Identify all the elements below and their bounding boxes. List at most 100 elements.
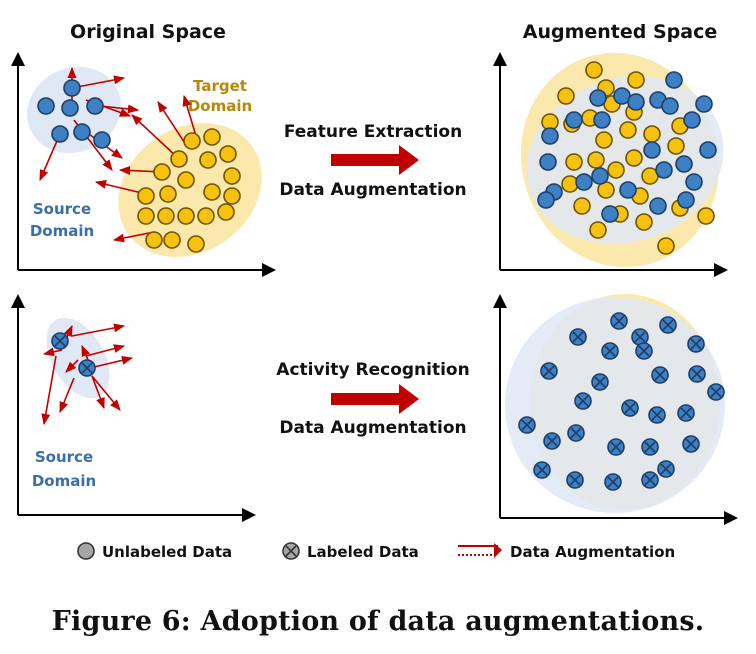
- source-point: [537, 191, 555, 209]
- top-left-points: [37, 79, 241, 253]
- labeled-point: [518, 416, 536, 434]
- feature-extraction-label: Feature Extraction: [284, 122, 462, 142]
- target-point: [223, 187, 241, 205]
- augmentation-arrow: [71, 323, 126, 337]
- labeled-point: [610, 312, 628, 330]
- augmentation-arrow: [94, 179, 147, 195]
- target-point: [627, 71, 645, 89]
- target-point: [667, 137, 685, 155]
- target-point: [183, 132, 201, 150]
- augmentation-arrow: [41, 355, 57, 426]
- target-point: [619, 121, 637, 139]
- source-point: [627, 93, 645, 111]
- augmentation-legend-label: Data Augmentation: [510, 543, 675, 561]
- labeled-point: [635, 342, 653, 360]
- labeled-point: [648, 406, 666, 424]
- legend: Unlabeled Data Labeled Data Data Augment…: [77, 542, 675, 561]
- data-augmentation-label-top: Data Augmentation: [279, 180, 466, 200]
- source-domain-label2-line2: Domain: [32, 472, 96, 490]
- labeled-point: [607, 438, 625, 456]
- source-point: [601, 205, 619, 223]
- source-point: [63, 79, 81, 97]
- source-point: [575, 173, 593, 191]
- target-point: [635, 213, 653, 231]
- augmentation-arrow: [112, 231, 155, 243]
- labeled-point: [677, 404, 695, 422]
- figure-canvas: Original Space Augmented Space Target Do…: [11, 21, 738, 561]
- source-point: [589, 89, 607, 107]
- target-point: [203, 128, 221, 146]
- augmentation-arrow: [91, 375, 121, 411]
- source-point: [37, 97, 55, 115]
- target-point: [565, 153, 583, 171]
- target-point: [203, 183, 221, 201]
- source-point: [661, 97, 679, 115]
- original-space-title: Original Space: [70, 21, 226, 43]
- augmentation-arrow: [157, 101, 189, 149]
- target-point: [219, 145, 237, 163]
- target-point: [197, 207, 215, 225]
- unlabeled-legend-icon: [77, 542, 95, 560]
- augmented-space-title: Augmented Space: [523, 21, 717, 43]
- target-point: [585, 61, 603, 79]
- target-point: [697, 207, 715, 225]
- labeled-point: [621, 399, 639, 417]
- target-point: [163, 231, 181, 249]
- target-point: [589, 221, 607, 239]
- labeled-point: [651, 366, 669, 384]
- source-point: [643, 141, 661, 159]
- augmentation-arrow: [65, 359, 79, 373]
- labeled-point: [574, 392, 592, 410]
- target-point: [595, 131, 613, 149]
- figure-caption: Figure 6: Adoption of data augmentations…: [51, 606, 705, 637]
- target-point: [199, 151, 217, 169]
- labeled-legend-icon: [282, 542, 300, 560]
- augmentation-arrow: [91, 375, 105, 410]
- bottom-left-augmentation-arrows: [41, 323, 134, 426]
- augmentation-arrow: [59, 377, 75, 414]
- bottom-right-axes: [493, 294, 738, 525]
- augmentation-arrow: [131, 114, 179, 159]
- source-point: [685, 173, 703, 191]
- source-point: [61, 99, 79, 117]
- target-point: [587, 151, 605, 169]
- augmentation-arrow: [99, 104, 140, 114]
- source-point: [73, 123, 91, 141]
- target-point: [223, 167, 241, 185]
- target-point: [170, 150, 188, 168]
- source-domain-region-2: [46, 317, 110, 399]
- target-domain-label-line1: Target: [193, 77, 247, 95]
- source-point: [591, 167, 609, 185]
- source-point: [619, 181, 637, 199]
- source-point: [675, 155, 693, 173]
- process-arrow-top: [331, 145, 419, 175]
- activity-recognition-label: Activity Recognition: [276, 360, 469, 380]
- labeled-point: [631, 328, 649, 346]
- target-domain-label-line2: Domain: [188, 97, 252, 115]
- source-domain-label-line2: Domain: [30, 222, 94, 240]
- target-point: [137, 207, 155, 225]
- target-point: [145, 231, 163, 249]
- source-domain-label2-line1: Source: [35, 448, 93, 466]
- target-point: [643, 125, 661, 143]
- labeled-point: [641, 438, 659, 456]
- source-point: [86, 97, 104, 115]
- labeled-point: [601, 342, 619, 360]
- top-right-points: [537, 61, 717, 255]
- labeled-point: [707, 383, 725, 401]
- top-right-axes: [493, 52, 728, 277]
- labeled-point: [569, 328, 587, 346]
- labeled-point: [78, 359, 96, 377]
- source-point: [655, 161, 673, 179]
- target-point: [157, 207, 175, 225]
- source-domain-label-line1: Source: [33, 200, 91, 218]
- target-point: [177, 171, 195, 189]
- target-point: [159, 185, 177, 203]
- augmented-region-blue: [505, 297, 725, 513]
- data-augmentation-label-bottom: Data Augmentation: [279, 418, 466, 438]
- source-point: [695, 95, 713, 113]
- target-point: [657, 237, 675, 255]
- source-point: [541, 127, 559, 145]
- target-point: [217, 203, 235, 221]
- augmentation-arrow: [182, 94, 197, 137]
